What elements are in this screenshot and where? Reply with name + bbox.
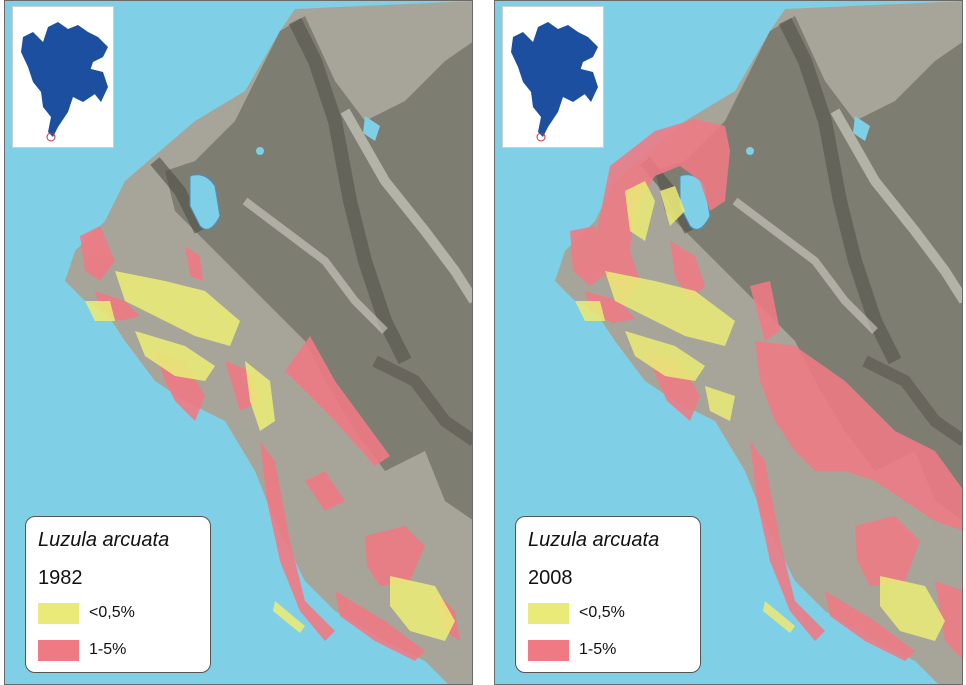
cover-low-2008 <box>575 181 945 641</box>
legend-swatch-low <box>38 603 79 624</box>
svalbard-locator-icon <box>511 22 598 142</box>
terrain-map-2008 <box>555 1 962 684</box>
legend-species: Luzula arcuata <box>38 529 170 551</box>
legend-species: Luzula arcuata <box>528 529 660 551</box>
legend-swatch-high <box>38 640 79 661</box>
legend-label-low: <0,5% <box>89 604 135 621</box>
cover-high-2008 <box>570 119 962 661</box>
map-panel-1982: Luzula arcuata 1982 <0,5% 1-5% <box>4 0 473 685</box>
map-panel-2008: Luzula arcuata 2008 <0,5% 1-5% <box>494 0 963 685</box>
mountain-ridge <box>655 16 962 520</box>
lake <box>189 174 221 230</box>
mountain-ridge <box>165 16 472 520</box>
legend-2008: Luzula arcuata 2008 <0,5% 1-5% <box>515 516 701 673</box>
svalbard-locator-icon <box>21 22 108 142</box>
legend-year: 2008 <box>528 567 573 589</box>
legend-swatch-low <box>528 603 569 624</box>
legend-label-low: <0,5% <box>579 604 625 621</box>
legend-year: 1982 <box>38 567 83 589</box>
svalbard-inset-map <box>502 6 604 148</box>
legend-label-high: 1-5% <box>89 641 127 658</box>
legend-1982: Luzula arcuata 1982 <0,5% 1-5% <box>25 516 211 673</box>
legend-label-high: 1-5% <box>579 641 617 658</box>
terrain-map-1982 <box>65 1 472 684</box>
svalbard-inset-map <box>12 6 114 148</box>
cover-low-1982 <box>85 271 455 641</box>
legend-swatch-high <box>528 640 569 661</box>
